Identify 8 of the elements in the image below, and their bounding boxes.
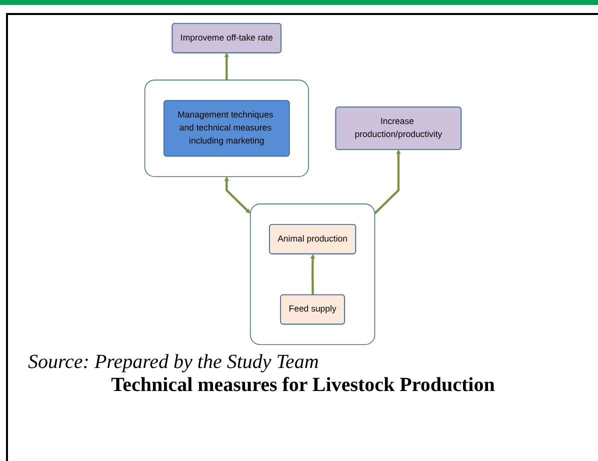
cluster — [144, 80, 309, 178]
arrow — [224, 52, 230, 80]
source-note: Source: Prepared by the Study Team — [28, 351, 319, 374]
caption: Technical measures for Livestock Production — [110, 374, 496, 397]
arrow — [224, 176, 250, 214]
cluster — [250, 204, 376, 346]
arrow — [374, 149, 401, 214]
arrow — [310, 254, 316, 296]
